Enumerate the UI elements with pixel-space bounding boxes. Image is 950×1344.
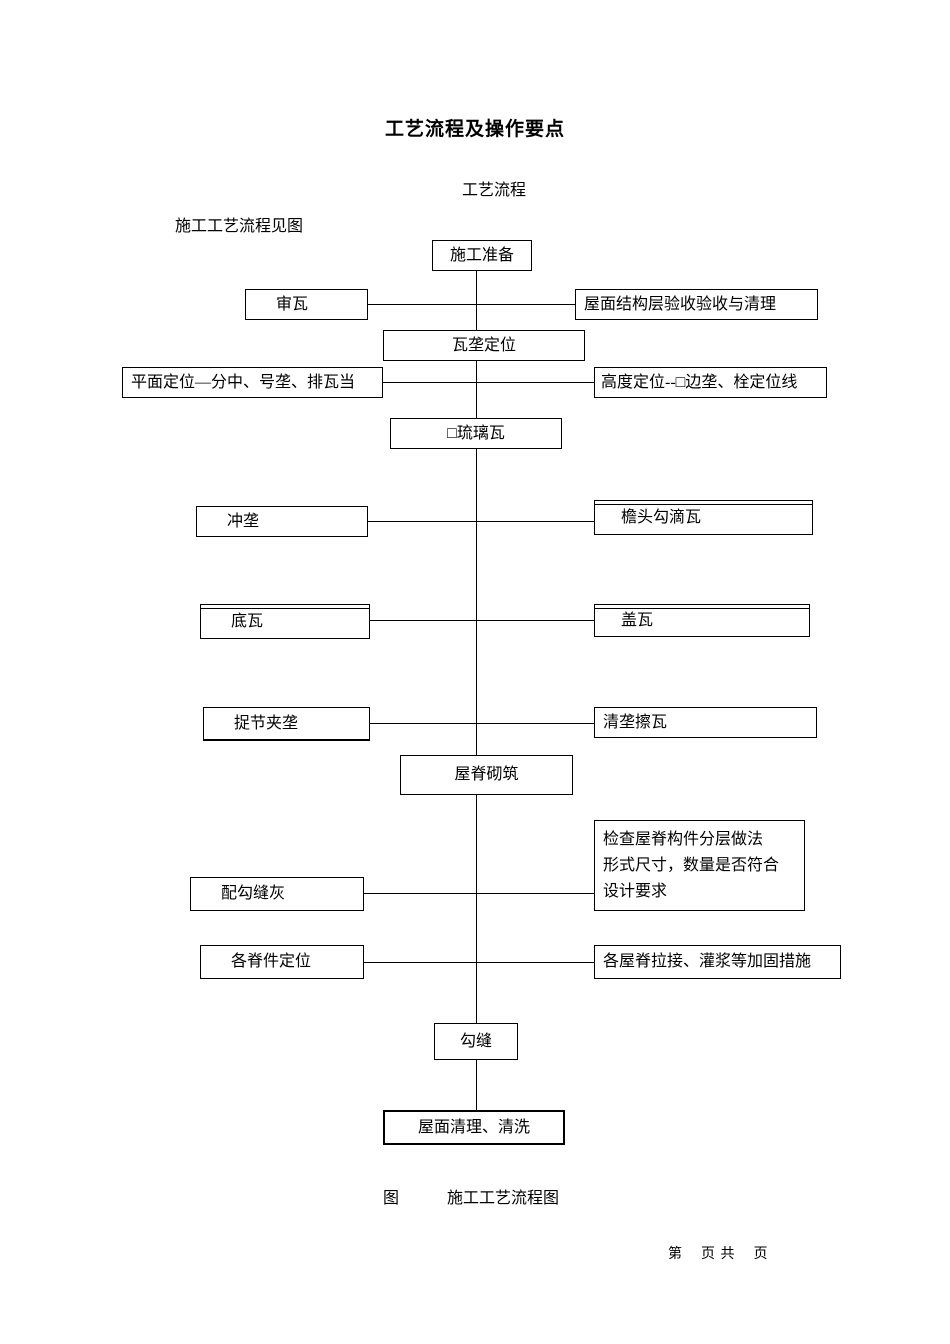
page-number-footer: 第 页 共 页 [668,1247,769,1262]
flow-connector-shenwa-yanshou [368,304,575,305]
flow-node-height-positioning: 高度定位--□边垄、栓定位线 [594,367,827,398]
ridge-check-line-3: 设计要求 [603,883,668,900]
section-heading: 工艺流程 [462,182,527,199]
flow-node-ridge-component-check: 检查屋脊构件分层做法 形式尺寸，数量是否符合 设计要求 [594,820,805,911]
flow-node-tile-inspection: 审瓦 [245,289,368,320]
flow-connector-vertical-main [476,271,477,1110]
flow-node-roof-structure-acceptance: 屋面结构层验收验收与清理 [575,289,818,320]
page-title: 工艺流程及操作要点 [384,119,565,140]
flow-node-zhuojie-jialong: 捉节夹垄 [203,707,370,741]
flow-node-clean-ridge-wipe-tile: 清垄擦瓦 [594,707,817,738]
flow-node-bottom-tile: 底瓦 [200,604,370,639]
figure-caption-label: 图 [383,1190,400,1207]
flow-node-jointing: 勾缝 [434,1023,518,1060]
flow-node-plane-positioning: 平面定位—分中、号垄、排瓦当 [122,367,383,398]
flow-node-ridge-masonry: 屋脊砌筑 [400,755,573,795]
flow-connector-diwa-gaiwa [370,620,594,621]
ridge-check-line-2: 形式尺寸，数量是否符合 [603,857,780,874]
ridge-check-line-1: 检查屋脊构件分层做法 [603,831,764,848]
flow-node-cover-tile: 盖瓦 [594,604,810,637]
intro-text: 施工工艺流程见图 [175,218,304,235]
flow-node-chonglong: 冲垄 [196,506,368,537]
flow-node-tile-ridge-positioning: 瓦垄定位 [383,330,585,361]
flow-connector-peigou-jiancha [364,893,594,894]
flow-node-roof-cleanup: 屋面清理、清洗 [383,1110,565,1145]
flow-connector-zhuojie-qinglong [370,723,594,724]
flow-connector-gejijian-lajie [364,962,594,963]
flow-node-construction-prep: 施工准备 [432,240,532,271]
flow-connector-chonglong-yantou [368,521,594,522]
flow-node-ridge-piece-positioning: 各脊件定位 [200,945,364,979]
flow-node-eave-drip-tile: 檐头勾滴瓦 [594,500,813,535]
flow-node-ridge-anchoring-grouting: 各屋脊拉接、灌浆等加固措施 [594,945,841,979]
figure-caption-text: 施工工艺流程图 [447,1190,560,1207]
flow-node-pointing-mortar: 配勾缝灰 [190,877,364,911]
figure-caption: 图 施工工艺流程图 [383,1184,559,1208]
flow-connector-pingmian-gaodu [383,382,594,383]
flow-node-glazed-tile: □琉璃瓦 [390,418,562,449]
